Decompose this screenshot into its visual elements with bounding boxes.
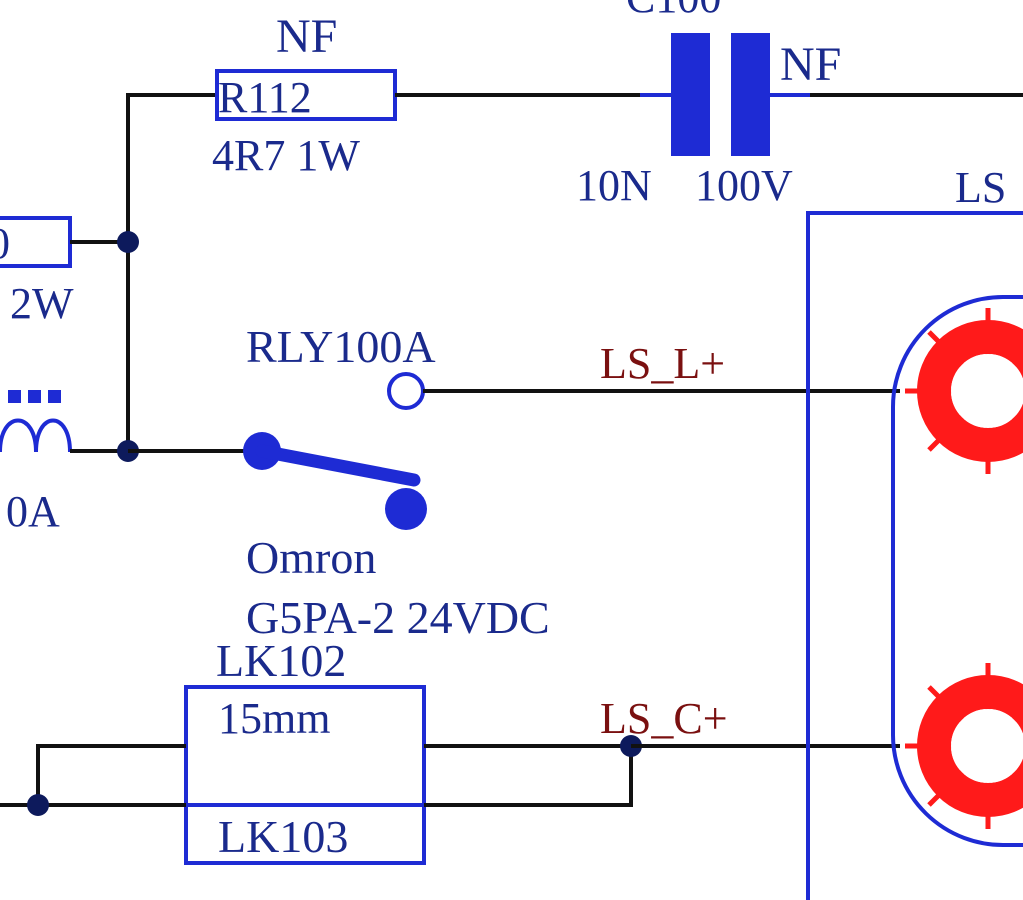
- r112-nf-label: NF: [276, 10, 337, 63]
- terminal-1-ring: [917, 320, 1023, 462]
- terminal-2-ring: [917, 675, 1023, 817]
- connector-ls: LS: [806, 163, 1023, 900]
- relay-part-label: G5PA-2 24VDC: [246, 592, 550, 643]
- c100-plate-right: [731, 33, 770, 156]
- c100-ref-label: C100: [626, 0, 721, 22]
- relay-rly100a: RLY100A Omron G5PA-2 24VDC: [128, 321, 900, 643]
- inductor-dot-2: [28, 390, 41, 403]
- capacitor-c100: C100 NF 10N 100V: [576, 0, 1023, 210]
- left-resistor-rating-label: 2W: [10, 279, 74, 328]
- terminal-2-hole: [951, 709, 1023, 783]
- relay-no-contact: [387, 372, 425, 410]
- link-lk103: LK103: [0, 746, 633, 865]
- relay-ref-label: RLY100A: [246, 321, 436, 372]
- wire-lk102-left: [36, 744, 186, 805]
- inductor-dot-1: [8, 390, 21, 403]
- inductor-dot-3: [48, 390, 61, 403]
- lk102-ref-label: LK102: [216, 635, 346, 686]
- link-lk102: LK102 15mm: [36, 635, 631, 807]
- wire-left-vertical-top: [126, 93, 217, 242]
- lk103-ref-label: LK103: [218, 811, 348, 862]
- net-label-ls-c: LS_C+: [600, 694, 728, 743]
- r112-value-label: 4R7 1W: [212, 131, 360, 180]
- left-resistor-partial-label: 0: [0, 219, 10, 268]
- relay-mfr-label: Omron: [246, 532, 376, 583]
- relay-nc-contact: [385, 488, 427, 530]
- junction-lk-left: [27, 794, 49, 816]
- c100-nf-label: NF: [780, 38, 841, 91]
- terminal-1-hole: [951, 354, 1023, 428]
- inductor-rating-label: 0A: [6, 487, 60, 536]
- r112-ref-label: R112: [218, 73, 312, 122]
- r112-branch: NF R112 4R7 1W: [126, 10, 640, 242]
- left-resistor-body: [0, 216, 72, 268]
- c100-plate-left: [671, 33, 710, 156]
- ls-terminal-1: [905, 308, 1023, 474]
- inductor-coil: [0, 418, 72, 453]
- relay-switch-arm: [255, 444, 421, 487]
- ls-terminal-housing: [891, 294, 1023, 848]
- wire-lk103-right: [424, 746, 633, 807]
- ls-outline: [806, 211, 1023, 900]
- lk102-value-label: 15mm: [218, 694, 330, 743]
- ls-ref-label: LS: [955, 163, 1006, 212]
- left-resistor-partial: 0 2W: [0, 216, 128, 328]
- lk103-body: [184, 803, 426, 865]
- ls-terminal-2: [905, 663, 1023, 829]
- net-label-ls-l: LS_L+: [600, 339, 725, 388]
- left-inductor-partial: 0A: [0, 390, 128, 536]
- c100-cap-label: 10N: [576, 161, 652, 210]
- junction-top-left: [117, 231, 139, 253]
- c100-volt-label: 100V: [695, 161, 793, 210]
